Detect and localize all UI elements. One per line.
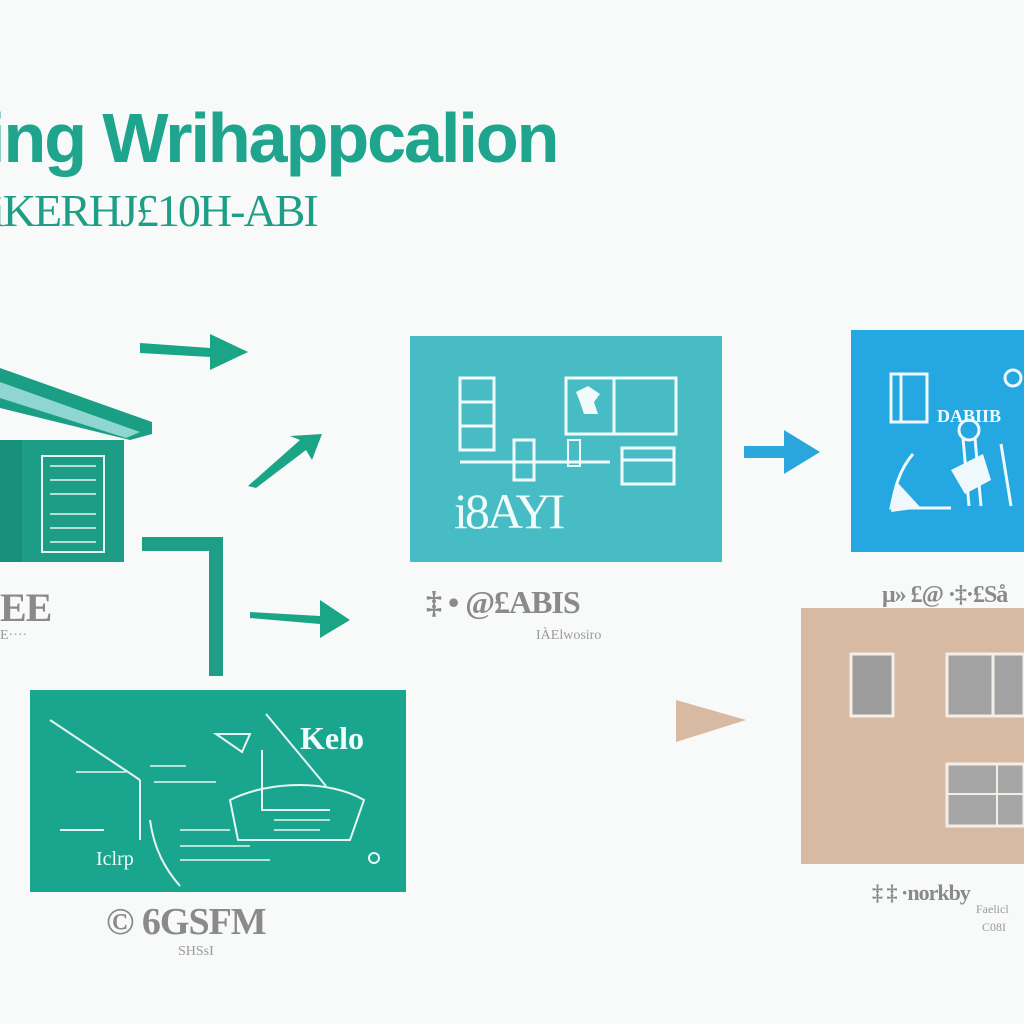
arrow-floorplan-to-workers bbox=[744, 430, 820, 474]
blueprint-label: Kelo bbox=[300, 720, 364, 756]
page-title: ing Wrihappcalion bbox=[0, 98, 559, 178]
arrow-to-building bbox=[676, 700, 746, 742]
page-subtitle: iKERHJ£10H-ABI bbox=[0, 185, 319, 236]
building-caption: ‡ ‡ ·norkby bbox=[872, 880, 971, 905]
workers-icon bbox=[889, 368, 1023, 512]
house-window-icon bbox=[41, 455, 105, 553]
workers-label: DABIIB bbox=[937, 406, 1002, 426]
blueprint-subcaption: SHSsI bbox=[178, 944, 214, 959]
house-subcaption: E···· bbox=[0, 628, 28, 643]
floor-plan-label: i8AYI bbox=[454, 483, 565, 539]
arrow-house-to-floorplan bbox=[140, 334, 248, 370]
elbow-connector bbox=[142, 537, 223, 676]
house-caption: EE bbox=[0, 585, 52, 630]
arrow-diagonal-up bbox=[248, 434, 322, 488]
blueprint-node: Kelo Iclrp bbox=[30, 690, 406, 892]
floor-plan-node: i8AYI bbox=[410, 336, 722, 562]
building-node bbox=[801, 608, 1024, 864]
title-text: ing Wrihappcalion bbox=[0, 99, 559, 177]
house-node bbox=[0, 368, 152, 562]
arrow-to-floorplan-caption bbox=[250, 600, 350, 638]
blueprint-caption: © 6GSFM bbox=[106, 901, 267, 943]
floor-plan-caption: ‡ • @£ABIS bbox=[426, 584, 581, 620]
blueprint-label-secondary: Iclrp bbox=[96, 848, 134, 870]
floor-plan-subcaption: IÀElwosiro bbox=[536, 628, 602, 643]
workers-node: DABIIB bbox=[851, 330, 1024, 552]
floor-plan-icon bbox=[458, 376, 678, 486]
blueprint-icon bbox=[49, 713, 380, 887]
building-subcaption: Faelicl bbox=[976, 902, 1009, 916]
building-icon bbox=[849, 652, 1024, 828]
workers-caption: μ» £@ ·‡·£Så bbox=[882, 582, 1008, 608]
building-subcaption-2: C08I bbox=[982, 920, 1006, 934]
building-window-icon bbox=[849, 652, 895, 718]
house-roof-icon bbox=[0, 368, 152, 440]
